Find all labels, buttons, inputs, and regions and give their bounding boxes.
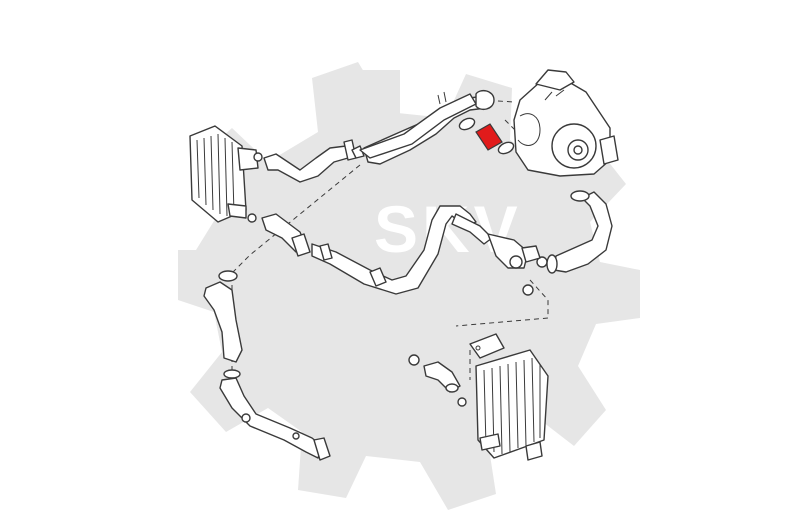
lower-left-hose: [203, 270, 331, 461]
highlighted-part: [475, 123, 503, 151]
right-s-hose: [546, 190, 613, 274]
left-intercooler: [189, 125, 263, 223]
turbocharger: [513, 69, 619, 177]
lower-right-hose: [408, 354, 467, 407]
watermark-text: SKV: [374, 192, 522, 266]
right-intercooler: [469, 333, 549, 461]
assembly-guide-lines: [229, 99, 549, 380]
upper-metal-pipe: [359, 89, 495, 165]
highlighted-hose-sleeve: [458, 117, 515, 155]
gear-logo-bar: [360, 70, 400, 270]
middle-pipe-assembly: [247, 205, 548, 296]
upper-left-hose: [263, 139, 365, 183]
